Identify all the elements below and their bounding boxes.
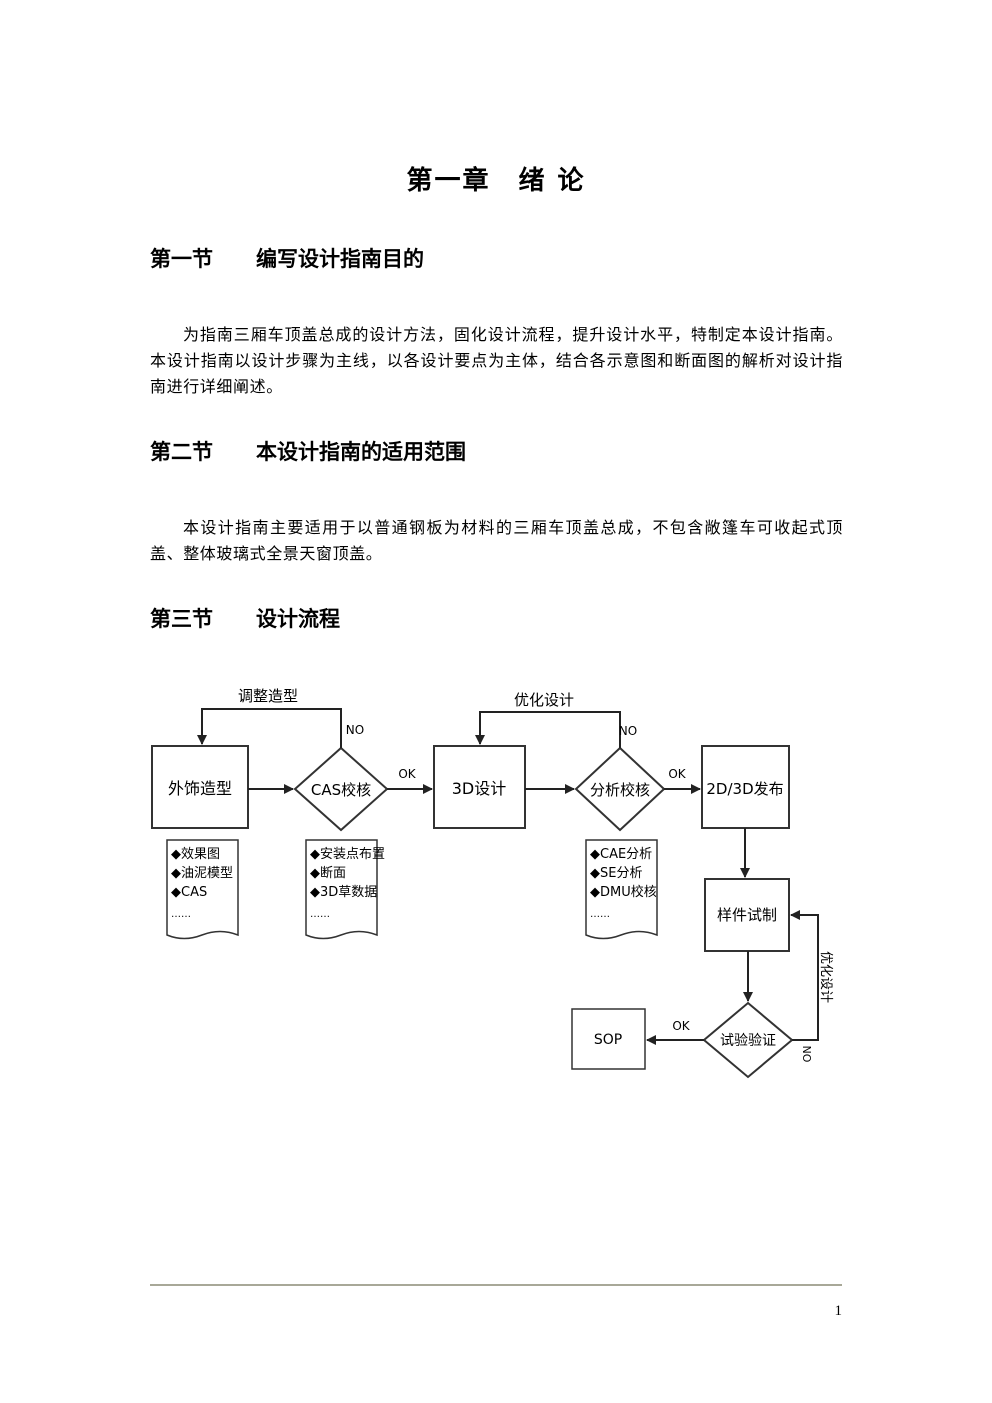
section-title: 本设计指南的适用范围 <box>256 440 466 464</box>
edge-label-no-2: NO <box>619 724 637 738</box>
section-number: 第一节 <box>150 247 213 271</box>
edge-label-no-1: NO <box>346 723 364 737</box>
node-prototype: 样件试制 <box>704 878 790 952</box>
svg-text:◆CAE分析: ◆CAE分析 <box>590 847 652 862</box>
svg-text:◆SE分析: ◆SE分析 <box>590 866 642 881</box>
svg-text:样件试制: 样件试制 <box>717 906 777 924</box>
page-number: 1 <box>834 1303 843 1319</box>
svg-text:……: …… <box>310 909 330 920</box>
node-release: 2D/3D发布 <box>701 745 790 829</box>
doc-exterior: ◆效果图 ◆油泥模型 ◆CAS …… <box>166 839 239 940</box>
svg-text:分析校核: 分析校核 <box>590 781 650 799</box>
doc-cas: ◆安装点布置 ◆断面 ◆3D草数据 …… <box>305 839 385 940</box>
node-cas-check: CAS校核 <box>293 746 389 832</box>
node-sop: SOP <box>571 1008 646 1070</box>
chapter-title: 第一章 绪 论 <box>406 166 586 196</box>
loop-label-optimize-design: 优化设计 <box>514 691 574 709</box>
svg-text:◆断面: ◆断面 <box>310 866 346 881</box>
loop-label-optimize-design-vertical: 优化设计 <box>818 951 833 1003</box>
edge-label-ok-1: OK <box>398 767 416 781</box>
section-title: 编写设计指南目的 <box>256 247 424 271</box>
flow-arrows <box>197 708 819 1045</box>
loop-label-adjust-styling: 调整造型 <box>238 687 298 705</box>
svg-text:◆效果图: ◆效果图 <box>171 847 220 862</box>
section-2-paragraph: 本设计指南主要适用于以普通钢板为材料的三厢车顶盖总成，不包含敞篷车可收起式顶盖、… <box>150 518 843 563</box>
edge-label-ok-2: OK <box>668 767 686 781</box>
svg-text:2D/3D发布: 2D/3D发布 <box>706 780 783 798</box>
section-heading-1: 第一节 编写设计指南目的 <box>150 243 424 273</box>
edge-label-ok-3: OK <box>672 1019 690 1033</box>
svg-text:3D设计: 3D设计 <box>452 779 507 798</box>
svg-text:◆安装点布置: ◆安装点布置 <box>310 847 385 862</box>
node-3d-design: 3D设计 <box>433 745 526 829</box>
svg-text:试验验证: 试验验证 <box>720 1033 776 1049</box>
svg-text:◆3D草数据: ◆3D草数据 <box>310 885 377 900</box>
section-title: 设计流程 <box>256 607 340 631</box>
node-exterior-styling: 外饰造型 <box>151 745 249 829</box>
svg-text:CAS校核: CAS校核 <box>311 781 371 799</box>
section-heading-2: 第二节 本设计指南的适用范围 <box>150 436 466 466</box>
svg-text:◆油泥模型: ◆油泥模型 <box>171 866 233 881</box>
node-test-verify: 试验验证 <box>702 1001 794 1079</box>
svg-text:外饰造型: 外饰造型 <box>168 779 232 798</box>
section-heading-3: 第三节 设计流程 <box>150 603 340 633</box>
section-number: 第二节 <box>150 440 213 464</box>
svg-text:SOP: SOP <box>594 1032 622 1048</box>
section-number: 第三节 <box>150 607 213 631</box>
section-1-paragraph: 为指南三厢车顶盖总成的设计方法，固化设计流程，提升设计水平，特制定本设计指南。本… <box>150 325 843 396</box>
doc-analysis: ◆CAE分析 ◆SE分析 ◆DMU校核 …… <box>585 839 658 940</box>
svg-text:……: …… <box>590 909 610 920</box>
footer-rule <box>150 1284 842 1286</box>
svg-text:◆DMU校核: ◆DMU校核 <box>590 884 657 900</box>
svg-text:……: …… <box>171 909 191 920</box>
node-analysis-check: 分析校核 <box>574 746 666 832</box>
edge-label-no-3: NO <box>800 1046 813 1063</box>
svg-text:◆CAS: ◆CAS <box>171 885 207 900</box>
